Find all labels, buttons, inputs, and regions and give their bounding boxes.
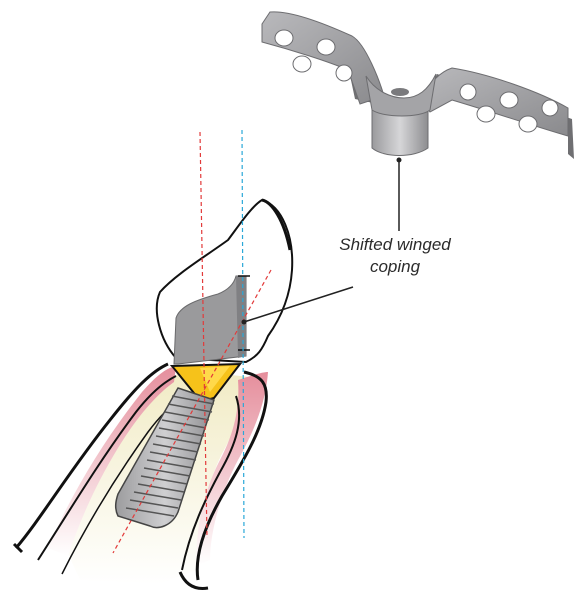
winged-coping-3d [262,12,574,159]
callout-label-line2: coping [370,257,421,276]
coping-hole [519,116,537,132]
coping-left-wing [262,12,384,104]
coping-hole [500,92,518,108]
coping-hole [477,106,495,122]
callout-dot [397,158,402,163]
coping-hole [293,56,311,72]
callout-label-line1: Shifted winged [339,235,451,254]
coping-cup-opening [391,88,409,96]
coping-hole [336,65,352,81]
coping-hole [317,39,335,55]
coping-hole [460,84,476,100]
coping-hole [542,100,558,116]
coping-hole [275,30,293,46]
callout-pointer-dot [242,320,247,325]
